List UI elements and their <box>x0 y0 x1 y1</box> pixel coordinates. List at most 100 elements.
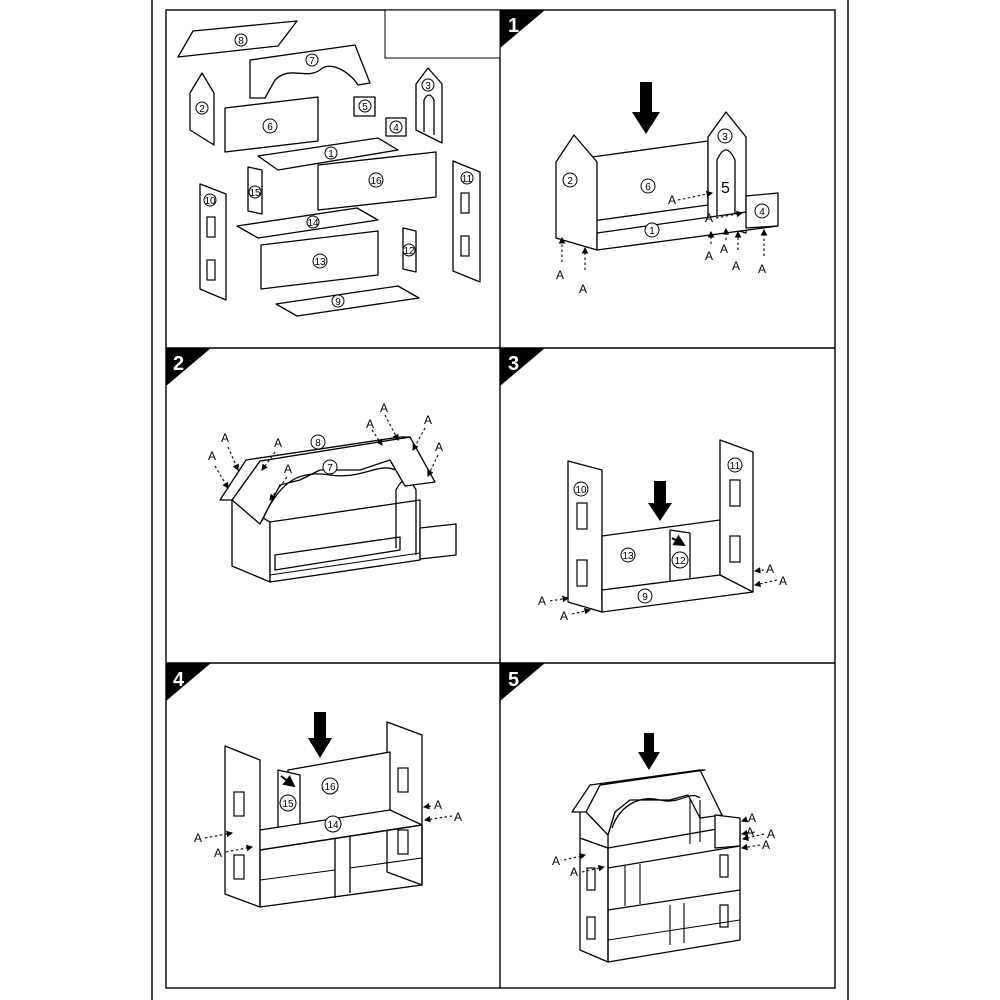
svg-text:16: 16 <box>370 176 382 187</box>
svg-text:3: 3 <box>425 81 431 92</box>
down-arrow-icon <box>308 712 332 758</box>
part-8-roof-panel: 8 <box>177 20 298 58</box>
svg-text:5: 5 <box>362 102 368 113</box>
svg-text:A: A <box>766 562 774 576</box>
svg-text:14: 14 <box>307 218 319 229</box>
svg-text:A: A <box>556 268 564 282</box>
part-10-side-wall: 10 <box>199 183 227 301</box>
parts-overview-panel: 8 7 2 6 5 4 <box>177 9 501 317</box>
svg-text:A: A <box>779 574 787 588</box>
svg-text:11: 11 <box>730 461 741 472</box>
svg-text:A: A <box>705 211 713 225</box>
part-15-divider: 15 <box>247 166 263 215</box>
part-3-arch-wall: 3 <box>415 67 443 144</box>
svg-text:A: A <box>538 594 546 608</box>
step-2-panel: 2 8 7 A A A A A A <box>166 348 457 583</box>
part-14-floor-board: 14 <box>236 207 379 239</box>
svg-text:A: A <box>570 865 578 879</box>
step-5-panel: 5 A A A A <box>500 663 775 963</box>
svg-text:15: 15 <box>282 799 294 810</box>
svg-text:4: 4 <box>759 207 765 218</box>
svg-text:A: A <box>668 193 676 207</box>
svg-text:4: 4 <box>173 669 185 691</box>
part-5-small-panel: 5 <box>353 96 376 117</box>
down-arrow-icon <box>632 82 660 134</box>
step-5-badge <box>500 663 545 701</box>
connector-markers: A A A A <box>194 798 462 860</box>
svg-text:12: 12 <box>674 556 686 567</box>
down-arrow-icon <box>638 733 660 770</box>
part-13-back-panel: 13 <box>260 230 379 290</box>
svg-text:A: A <box>762 838 770 852</box>
step-1-badge <box>500 10 545 48</box>
connector-markers: A A A A A A A A <box>208 401 443 501</box>
svg-text:1: 1 <box>508 15 519 37</box>
connector-markers: A A A A A A A A <box>556 190 768 296</box>
step-3-badge <box>500 348 545 386</box>
part-9-base-board: 9 <box>275 285 420 317</box>
svg-text:A: A <box>560 609 568 623</box>
svg-text:14: 14 <box>327 820 339 831</box>
svg-text:7: 7 <box>327 463 333 474</box>
part-6-back-panel: 6 <box>224 96 319 153</box>
svg-text:8: 8 <box>315 438 321 449</box>
svg-text:A: A <box>221 431 229 445</box>
svg-text:16: 16 <box>324 782 336 793</box>
svg-text:A: A <box>579 282 587 296</box>
svg-text:11: 11 <box>462 174 473 185</box>
connector-markers: A A A A A A <box>552 811 775 879</box>
svg-text:3: 3 <box>508 353 519 375</box>
step-4-badge <box>166 663 211 701</box>
svg-text:2: 2 <box>567 176 573 187</box>
svg-text:A: A <box>748 811 756 825</box>
part-9 <box>601 574 754 613</box>
part-4-small-panel: 4 <box>385 117 407 137</box>
svg-text:4: 4 <box>393 123 399 134</box>
svg-text:6: 6 <box>645 182 651 193</box>
part-12-divider: 12 <box>402 227 417 273</box>
svg-text:1: 1 <box>328 149 334 160</box>
part-11-side-wall: 11 <box>452 160 481 283</box>
step-2-badge <box>166 348 211 386</box>
svg-text:A: A <box>366 417 374 431</box>
svg-text:8: 8 <box>238 36 244 47</box>
svg-text:A: A <box>208 449 216 463</box>
down-arrow-icon <box>648 481 672 521</box>
svg-text:A: A <box>435 440 443 454</box>
svg-text:10: 10 <box>575 485 587 496</box>
svg-text:2: 2 <box>173 353 184 375</box>
part-2-gable-wall: 2 <box>189 72 215 146</box>
svg-text:9: 9 <box>642 592 648 603</box>
svg-text:A: A <box>194 831 202 845</box>
svg-text:12: 12 <box>403 246 415 257</box>
connector-markers: A A A A <box>538 562 787 623</box>
svg-text:7: 7 <box>309 56 315 67</box>
svg-text:A: A <box>454 810 462 824</box>
sheet-frame <box>151 0 849 1000</box>
svg-text:A: A <box>746 825 754 839</box>
step-1-panel: 1 6 2 3 5 1 4 A A A <box>500 10 779 296</box>
svg-text:10: 10 <box>204 196 216 207</box>
svg-text:3: 3 <box>722 132 728 143</box>
svg-text:13: 13 <box>622 551 634 562</box>
svg-text:15: 15 <box>249 188 261 199</box>
svg-text:A: A <box>732 259 740 273</box>
svg-text:A: A <box>705 249 713 263</box>
step-3-panel: 3 10 13 12 11 9 A A <box>500 348 787 623</box>
svg-text:5: 5 <box>721 180 730 197</box>
svg-text:A: A <box>758 262 766 276</box>
svg-text:A: A <box>720 242 728 256</box>
svg-text:A: A <box>552 854 560 868</box>
part-2 <box>555 134 598 251</box>
svg-text:5: 5 <box>508 669 519 691</box>
svg-text:A: A <box>214 846 222 860</box>
svg-text:A: A <box>434 798 442 812</box>
svg-text:1: 1 <box>649 226 655 237</box>
svg-text:9: 9 <box>335 297 341 308</box>
svg-text:A: A <box>424 413 432 427</box>
part-7-curved-roof-panel: 7 <box>249 44 371 99</box>
step-4-panel: 4 16 15 14 A A <box>166 663 462 908</box>
svg-text:13: 13 <box>314 257 326 268</box>
svg-text:2: 2 <box>199 104 205 115</box>
